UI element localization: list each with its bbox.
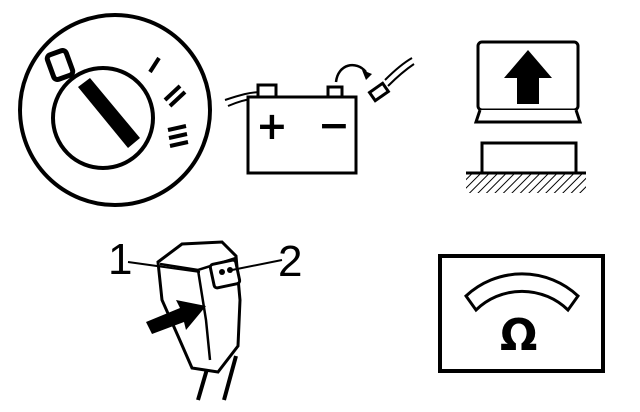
disconnect-arrow bbox=[334, 63, 367, 83]
ignition-switch-icon bbox=[18, 13, 212, 207]
meter-frame bbox=[438, 254, 605, 373]
callout-label-2: 2 bbox=[278, 237, 302, 286]
switch-position-0 bbox=[44, 47, 76, 83]
positive-terminal bbox=[256, 83, 278, 99]
switch-position-2 bbox=[163, 84, 187, 108]
up-arrow-icon bbox=[504, 50, 552, 104]
battery-plus-symbol: + bbox=[256, 104, 288, 148]
battery-minus-symbol: − bbox=[318, 103, 350, 147]
switch-inner-dial bbox=[51, 66, 155, 170]
battery-disconnect-icon: + − bbox=[224, 57, 415, 175]
connector-pin-icon: 1 2 bbox=[108, 235, 302, 401]
push-arrow-icon bbox=[146, 300, 206, 334]
callout-label-1: 1 bbox=[108, 235, 132, 284]
negative-terminal bbox=[326, 85, 344, 99]
key-slot bbox=[78, 78, 140, 148]
switch-position-1 bbox=[148, 56, 161, 74]
callout-line-1 bbox=[127, 261, 201, 273]
button-base-edge bbox=[473, 109, 583, 124]
connector-edge bbox=[196, 269, 212, 361]
battery-body bbox=[246, 95, 358, 175]
ground-hatch bbox=[466, 173, 586, 193]
negative-cable-lug bbox=[367, 81, 391, 103]
switch-position-3 bbox=[167, 124, 189, 148]
callout-line-2 bbox=[231, 259, 283, 271]
press-button-icon bbox=[466, 40, 586, 193]
disconnect-arrowhead bbox=[362, 70, 372, 80]
connector-pin bbox=[208, 258, 242, 290]
contact-block bbox=[480, 141, 578, 175]
negative-cable bbox=[384, 57, 413, 81]
negative-cable-2 bbox=[387, 63, 415, 87]
ohm-symbol: Ω bbox=[500, 310, 537, 361]
ohmmeter-icon: Ω bbox=[438, 254, 605, 373]
meter-scale-arc bbox=[464, 272, 580, 313]
